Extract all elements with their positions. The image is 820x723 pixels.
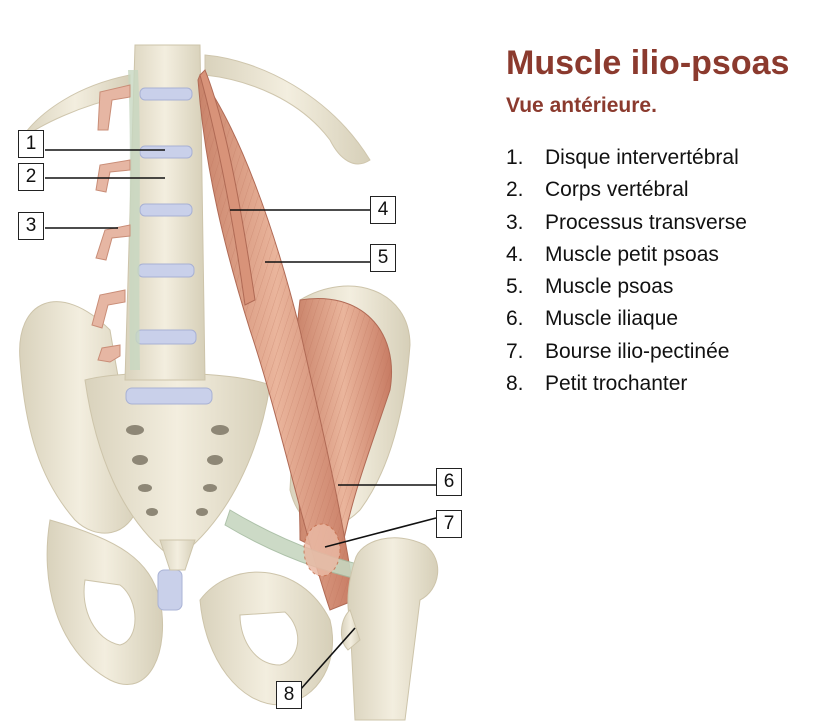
legend-label: Corps vertébral <box>545 178 689 202</box>
legend-label: Muscle petit psoas <box>545 242 719 266</box>
legend-label: Disque intervertébral <box>545 146 739 169</box>
anterior-ligament <box>128 70 140 370</box>
obturator-left <box>83 579 136 646</box>
right-rib <box>204 54 371 165</box>
legend-number: 4. <box>506 242 524 266</box>
legend-item: 7. Bourse ilio-pectinée <box>506 336 747 368</box>
callout-2: 2 <box>18 163 44 191</box>
legend-item: 5. Muscle psoas <box>506 271 747 303</box>
pubic-symphysis <box>157 569 183 611</box>
legend-number: 6. <box>506 307 524 331</box>
coccyx <box>159 539 196 571</box>
legend-number: 8. <box>506 372 524 396</box>
page-subtitle: Vue antérieure. <box>506 94 657 117</box>
legend-item: 4. Muscle petit psoas <box>506 239 747 271</box>
legend-item: 3. Processus transverse <box>506 207 747 239</box>
iliopectineal-bursa <box>303 523 341 577</box>
legend-item: 8. Petit trochanter <box>506 368 747 400</box>
legend-label: Processus transverse <box>545 210 747 234</box>
callout-5: 5 <box>370 244 396 272</box>
legend-item: 2. Corps vertébral <box>506 174 747 206</box>
legend-item: 6. Muscle iliaque <box>506 303 747 335</box>
legend-label: Petit trochanter <box>545 372 688 396</box>
callout-leaders <box>45 149 437 691</box>
callout-4: 4 <box>370 196 396 224</box>
legend-item: 1. Disque intervertébral <box>506 142 747 174</box>
callout-6: 6 <box>436 468 462 496</box>
legend-label: Muscle psoas <box>545 275 674 299</box>
legend-number: 5. <box>506 275 524 299</box>
page-title: Muscle ilio-psoas <box>506 44 790 82</box>
callout-3: 3 <box>18 212 44 240</box>
legend-number: 3. <box>506 210 524 234</box>
obturator-right <box>239 611 299 666</box>
callout-8: 8 <box>276 681 302 709</box>
legend-number: 2. <box>506 178 524 202</box>
legend-number: 1. <box>506 146 524 169</box>
intervertebral-discs <box>125 87 213 405</box>
transverse-processes <box>91 84 131 363</box>
psoas-minor-muscle <box>199 69 256 306</box>
legend-label: Muscle iliaque <box>545 307 679 331</box>
sacral-foramina <box>126 425 229 516</box>
lesser-trochanter <box>341 609 361 651</box>
legend-list: 1. Disque intervertébral 2. Corps vertébra… <box>506 142 747 400</box>
callout-7: 7 <box>436 510 462 538</box>
femur <box>347 537 439 721</box>
legend-label: Bourse ilio-pectinée <box>545 339 730 363</box>
legend-number: 7. <box>506 339 524 363</box>
callout-1: 1 <box>18 130 44 158</box>
